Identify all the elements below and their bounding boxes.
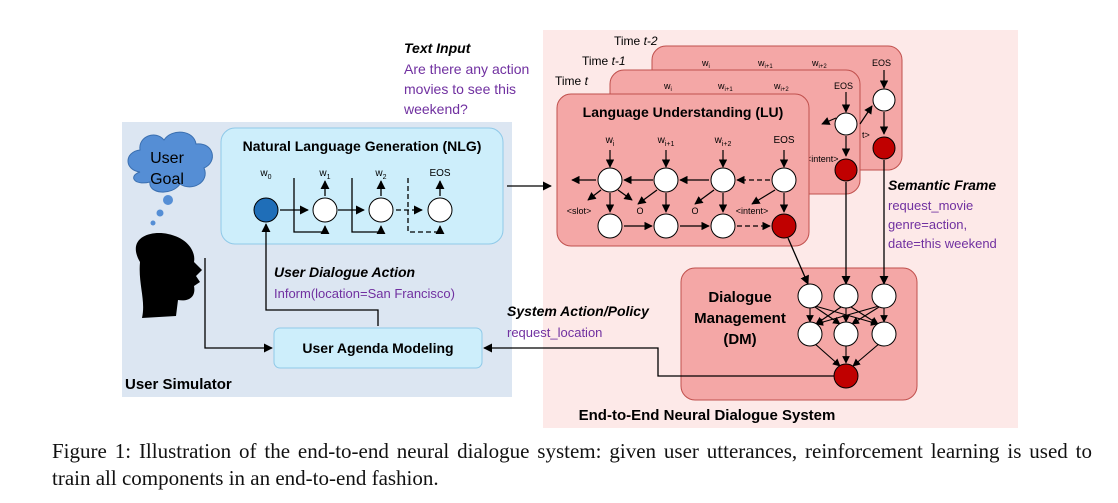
dialogue-system-diagram: Text Input Are there any action movies t… <box>122 30 1018 428</box>
user-agenda-label: User Agenda Modeling <box>302 340 453 356</box>
text-input-line-3: weekend? <box>403 101 468 117</box>
lu-output-o-1: O <box>636 206 643 216</box>
lu-back-tokens: wi wi+1 wi+2 EOS wi wi+1 wi+2 EOS <box>663 58 891 93</box>
nlg-node-eos <box>427 197 453 223</box>
dm-node-mid-2 <box>871 321 897 347</box>
user-dialogue-action-value: Inform(location=San Francisco) <box>274 286 455 301</box>
nlg-token-eos: EOS <box>429 168 450 179</box>
nlg-token-1: w1 <box>318 168 330 181</box>
dm-node-top-0 <box>797 283 823 309</box>
dm-node-top-1 <box>833 283 859 309</box>
user-goal-line-1: User <box>150 150 184 167</box>
dm-node-mid-1 <box>833 321 859 347</box>
time-label-t: Time t <box>555 74 589 88</box>
user-dialogue-action-heading: User Dialogue Action <box>274 264 415 280</box>
nlg-token-0: w0 <box>259 168 271 181</box>
dm-node-mid-0 <box>797 321 823 347</box>
lu-title: Language Understanding (LU) <box>583 104 784 120</box>
system-action-value: request_location <box>507 325 602 340</box>
user-simulator-label: User Simulator <box>125 376 232 393</box>
lu-token-0: wi <box>605 135 615 148</box>
svg-text:wi: wi <box>663 81 672 93</box>
lu-bwd-node-0 <box>597 213 623 239</box>
semantic-frame-line-2: genre=action, <box>888 217 967 232</box>
dm-label-line-2: Management <box>694 310 786 327</box>
time-label-t-minus-1: Time t-1 <box>582 54 626 68</box>
lu-output-intent: <intent> <box>736 206 769 216</box>
lu-token-eos: EOS <box>773 135 794 146</box>
figure-caption: Figure 1: Illustration of the end-to-end… <box>52 439 1092 490</box>
lu-back-fragment-b: <intent> <box>806 154 839 164</box>
dm-label-line-1: Dialogue <box>708 289 771 306</box>
lu-output-slot: <slot> <box>567 206 592 216</box>
lu-token-2: wi+2 <box>714 135 732 148</box>
text-input-line-1: Are there any action <box>404 61 529 77</box>
dm-node-top-2 <box>871 283 897 309</box>
person-head-silhouette-icon <box>135 233 202 318</box>
lu-token-1: wi+1 <box>657 135 675 148</box>
lu-intent-node <box>771 213 797 239</box>
text-input-heading: Text Input <box>404 40 472 56</box>
lu-fwd-node-2 <box>710 167 736 193</box>
dm-label-line-3: (DM) <box>723 331 756 348</box>
dm-to-agenda-arrow <box>483 343 834 377</box>
nlg-node-2 <box>368 197 394 223</box>
semantic-frame-line-1: request_movie <box>888 198 973 213</box>
lu-back-node-a <box>872 88 896 112</box>
lu-fwd-node-0 <box>597 167 623 193</box>
lu-back-node-b <box>834 112 858 136</box>
semantic-frame-heading: Semantic Frame <box>888 177 996 193</box>
system-label: End-to-End Neural Dialogue System <box>579 407 836 424</box>
dm-output-node <box>833 363 859 389</box>
lu-to-dm-arrows <box>787 160 889 285</box>
time-label-t-minus-2: Time t-2 <box>614 34 658 48</box>
thought-cloud-icon <box>127 131 213 226</box>
nlg-connections <box>280 178 445 235</box>
nlg-node-1 <box>312 197 338 223</box>
lu-back-fragment-a: t> <box>862 130 870 140</box>
semantic-frame-line-3: date=this weekend <box>888 236 997 251</box>
lu-box <box>556 93 810 247</box>
user-goal-line-2: Goal <box>150 171 184 188</box>
nlg-token-2: w2 <box>374 168 386 181</box>
lu-bwd-node-1 <box>653 213 679 239</box>
lu-back-intent-node-a <box>872 136 896 160</box>
lu-connections <box>571 150 789 231</box>
text-input-line-2: movies to see this <box>404 81 516 97</box>
svg-text:EOS: EOS <box>834 81 853 91</box>
lu-fwd-node-1 <box>653 167 679 193</box>
lu-fwd-node-3 <box>771 167 797 193</box>
lu-output-o-2: O <box>691 206 698 216</box>
svg-text:EOS: EOS <box>872 58 891 68</box>
lu-back-connections <box>821 70 889 157</box>
system-action-heading: System Action/Policy <box>507 303 650 319</box>
svg-text:wi: wi <box>701 58 710 70</box>
dm-network-edges <box>806 305 888 367</box>
lu-back-intent-node-b <box>834 158 858 182</box>
nlg-input-node <box>253 197 279 223</box>
lu-bwd-node-2 <box>710 213 736 239</box>
nlg-title: Natural Language Generation (NLG) <box>243 138 482 154</box>
simulator-flow-arrows <box>204 181 552 353</box>
user-agenda-box <box>273 327 483 369</box>
